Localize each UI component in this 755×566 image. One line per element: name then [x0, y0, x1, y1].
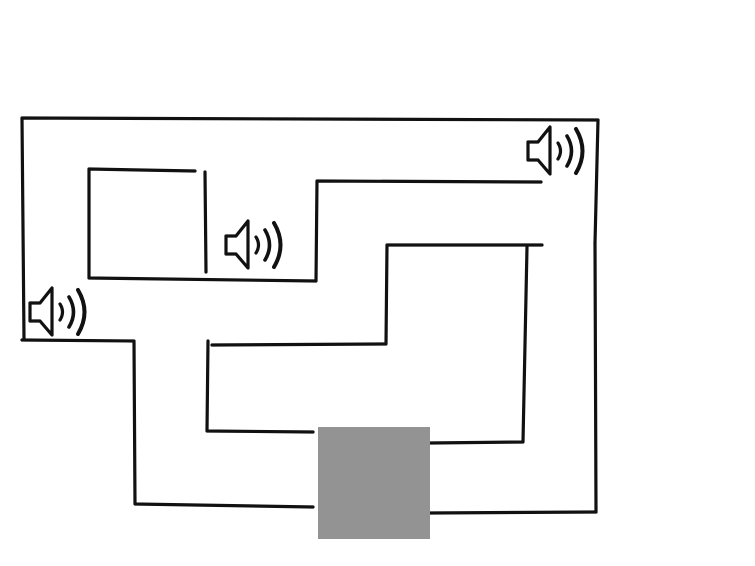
- speaker-cone: [28, 286, 54, 337]
- small-box-wall: [87, 167, 543, 283]
- inner-shelf-wall: [210, 243, 544, 347]
- sound-wave-2: [67, 295, 76, 329]
- sound-wave-1: [556, 141, 563, 161]
- bottom-right-wall: [428, 510, 598, 515]
- speaker-sound-icon: [224, 219, 283, 270]
- sound-wave-1: [254, 235, 261, 255]
- sound-wave-3: [76, 288, 87, 336]
- outer-wall-right: [593, 241, 598, 514]
- speaker-sound-icon: [28, 286, 87, 337]
- sound-wave-3: [272, 221, 283, 269]
- speakers: [28, 125, 585, 337]
- inner-step-wall: [205, 339, 315, 434]
- sound-wave-2: [263, 228, 272, 262]
- inner-right-wall: [428, 245, 529, 445]
- sound-wave-2: [565, 134, 574, 168]
- maze-walls: [20, 116, 600, 515]
- small-box-divider-wall: [203, 170, 208, 274]
- speaker-cone: [224, 219, 250, 270]
- outer-wall-top-left: [20, 116, 600, 341]
- sound-wave-1: [58, 302, 65, 322]
- left-ledge-wall: [20, 338, 315, 509]
- goal-square: [318, 427, 430, 539]
- sound-wave-3: [574, 127, 585, 175]
- speaker-sound-icon: [526, 125, 585, 176]
- speaker-cone: [526, 125, 552, 176]
